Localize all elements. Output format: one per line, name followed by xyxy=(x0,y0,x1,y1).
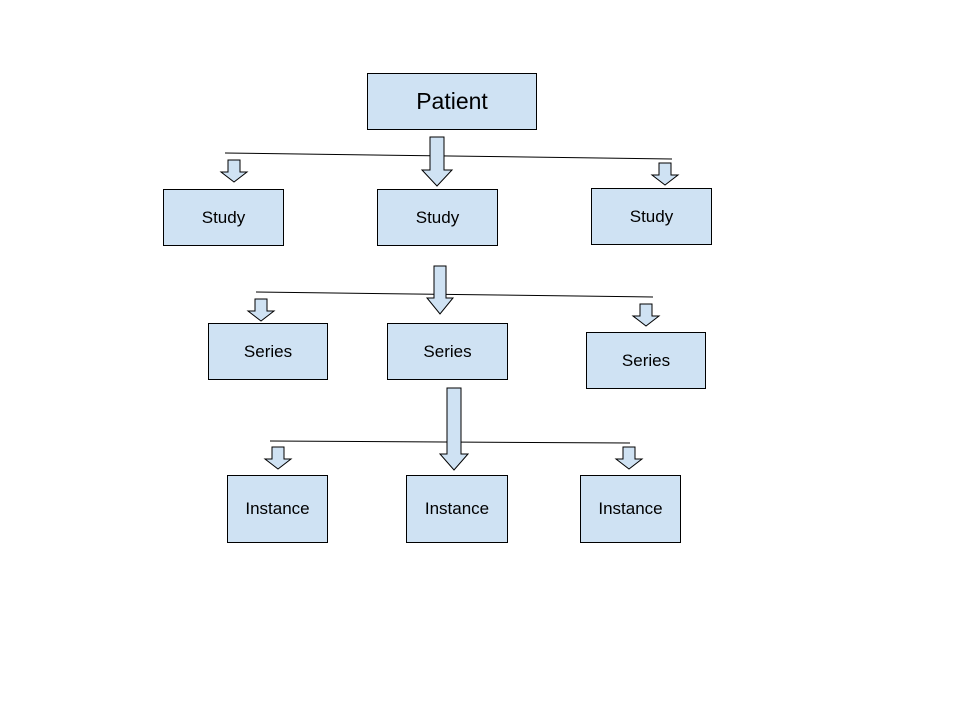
study-node-center: Study xyxy=(377,189,498,246)
down-arrow-study-left xyxy=(219,159,249,183)
instance-label: Instance xyxy=(245,499,310,518)
study-node-right: Study xyxy=(591,188,712,245)
study-label: Study xyxy=(415,207,460,227)
series-node-center: Series xyxy=(387,323,508,380)
instance-node-right: Instance xyxy=(580,475,681,543)
series-node-right: Series xyxy=(586,332,706,389)
patient-label: Patient xyxy=(416,88,488,114)
series-label: Series xyxy=(621,350,671,370)
instance-node-left: Instance xyxy=(227,475,328,543)
down-arrow-series-main xyxy=(438,387,470,471)
down-arrow-series-right xyxy=(631,303,661,327)
down-arrow-study-main xyxy=(425,265,455,315)
down-arrow-patient-main xyxy=(420,136,454,187)
series-label: Series xyxy=(423,341,472,361)
series-label: Series xyxy=(243,341,293,361)
patient-node: Patient xyxy=(367,73,537,130)
down-arrow-series-left xyxy=(246,298,276,322)
branch-line-study xyxy=(255,291,654,298)
instance-label: Instance xyxy=(598,499,663,518)
down-arrow-study-right xyxy=(650,162,680,186)
study-label: Study xyxy=(201,207,246,227)
branch-line-patient xyxy=(224,152,673,160)
down-arrow-instance-left xyxy=(263,446,293,470)
study-node-left: Study xyxy=(163,189,284,246)
instance-label: Instance xyxy=(424,499,490,518)
instance-node-center: Instance xyxy=(406,475,508,543)
study-label: Study xyxy=(629,206,674,226)
down-arrow-instance-right xyxy=(614,446,644,470)
series-node-left: Series xyxy=(208,323,328,380)
